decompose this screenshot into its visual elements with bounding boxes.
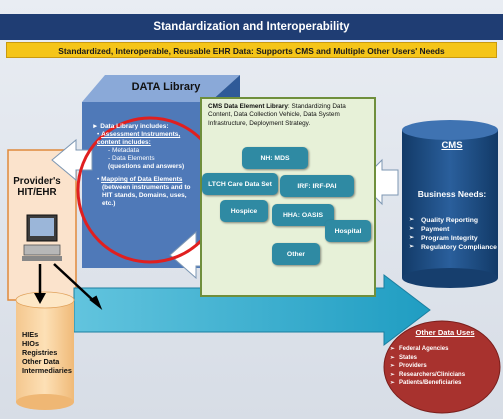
cms-business-needs-label: Business Needs: <box>417 189 487 199</box>
bubble-nh-mds: NH: MDS <box>242 147 308 169</box>
hie-item: Intermediaries <box>22 366 72 375</box>
bubble-hha-oasis: HHA: OASIS <box>272 204 334 226</box>
cms-need-item: Regulatory Compliance <box>409 243 501 252</box>
other-use-item: Providers <box>390 362 496 371</box>
computer-icon <box>22 214 62 261</box>
page-title: Standardization and Interoperability <box>0 14 503 40</box>
data-library-item1-heading: Assessment Instruments, content includes… <box>97 130 181 146</box>
hie-item: HIEs <box>22 330 39 339</box>
data-library-subitem-data-elements: - Data Elements <box>108 154 155 162</box>
hie-cylinder <box>15 291 75 410</box>
data-library-item2-heading: Mapping of Data Elements <box>101 176 183 184</box>
page-subtitle: Standardized, Interoperable, Reusable EH… <box>6 42 497 58</box>
cms-library-heading: CMS Data Element Library <box>208 103 288 110</box>
cms-title: CMS <box>441 140 463 151</box>
cms-library-description: CMS Data Element Library: Standardizing … <box>208 103 370 128</box>
cms-need-item: Program Integrity <box>409 234 501 243</box>
cms-cylinder <box>402 120 498 288</box>
hie-item: Registries <box>22 348 58 357</box>
cms-business-needs-list: Quality Reporting Payment Program Integr… <box>409 216 501 252</box>
other-uses-list: Federal Agencies States Providers Resear… <box>390 345 496 388</box>
bubble-hospital: Hospital <box>325 220 371 242</box>
bubble-other: Other <box>272 243 320 265</box>
cms-need-item: Quality Reporting <box>409 216 501 225</box>
other-uses-title: Other Data Uses <box>415 328 475 337</box>
data-library-subitem-qa: (questions and answers) <box>108 162 185 170</box>
hie-item: Other Data <box>22 357 60 366</box>
provider-label: Provider's HIT/EHR <box>13 176 61 198</box>
hie-list: HIEs HIOs Registries Other Data Intermed… <box>22 330 84 375</box>
data-library-title: DATA Library <box>131 81 201 93</box>
arrow-to-teal-arrow <box>89 295 103 311</box>
arrow-down-to-hie <box>34 293 46 304</box>
other-use-item: Federal Agencies <box>390 345 496 354</box>
other-use-item: Researchers/Clinicians <box>390 371 496 380</box>
hie-item: HIOs <box>22 339 40 348</box>
cms-need-item: Payment <box>409 225 501 234</box>
other-use-item: States <box>390 354 496 363</box>
data-library-includes-heading: Data Library includes: <box>100 123 169 130</box>
other-use-item: Patients/Beneficiaries <box>390 379 496 388</box>
bubble-ltch-care-data-set: LTCH Care Data Set <box>202 173 278 195</box>
cms-library-description-text: : Standardizing Data Content, Data Colle… <box>208 103 346 127</box>
bubble-irf-pai: IRF: IRF-PAI <box>280 175 354 197</box>
data-library-contents: ► Data Library includes: • Assessment In… <box>92 123 200 208</box>
bubble-hospice: Hospice <box>220 200 268 222</box>
data-library-subitem-metadata: - Metadata <box>108 146 140 154</box>
data-library-item2-text: (between instruments and to HIT stands, … <box>102 184 191 208</box>
